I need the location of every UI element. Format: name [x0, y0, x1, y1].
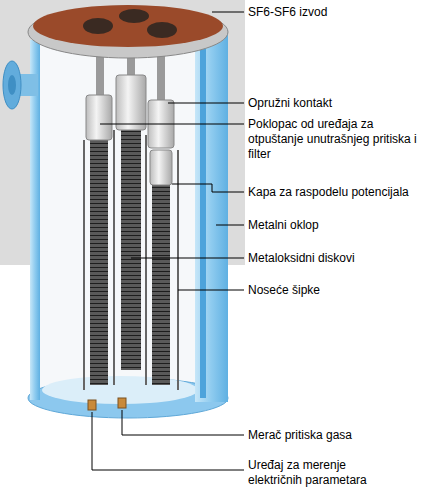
cap: [116, 75, 146, 130]
leader-line: [168, 103, 244, 104]
measuring-device: [88, 400, 96, 410]
part-label: Opružni kontakt: [248, 96, 428, 111]
leader-line: [178, 290, 244, 291]
leader-line: [100, 124, 244, 125]
interior: [38, 38, 198, 398]
right-wall-edge: [200, 36, 206, 398]
leader-line: [122, 410, 244, 435]
lid-top: [33, 5, 223, 47]
lid-rim: [28, 6, 228, 58]
potential-cap: [150, 150, 172, 185]
part-label: SF6-SF6 izvod: [248, 5, 428, 20]
terminal: [147, 22, 177, 38]
terminal: [83, 18, 113, 34]
leader-line: [212, 12, 244, 13]
leader-line: [216, 225, 244, 226]
support-rod: [113, 130, 115, 385]
terminal: [119, 9, 149, 23]
part-label: Metalni oklop: [248, 218, 428, 233]
metal-oxide-discs: [152, 185, 170, 385]
leader-line: [172, 184, 244, 192]
support-rod: [83, 140, 85, 390]
leader-line: [131, 258, 244, 259]
part-label: Merač pritiska gasa: [248, 428, 428, 443]
support-rod: [177, 150, 179, 390]
part-label: Poklopac od uređaja za otpuštanje unutra…: [248, 117, 432, 162]
leader-line: [92, 412, 244, 470]
metal-oxide-discs: [121, 130, 141, 370]
part-label: Noseće šipke: [248, 283, 428, 298]
side-flange: [3, 61, 21, 109]
metal-oxide-discs: [90, 140, 108, 385]
right-wall: [195, 30, 228, 402]
part-label: Uređaj za merenje električnih parametara: [248, 458, 398, 488]
part-label: Kapa za raspodelu potencijala: [248, 185, 428, 200]
pressure-gauge: [118, 398, 126, 408]
side-flange-hole: [8, 75, 16, 95]
cap: [86, 95, 112, 140]
support-rod: [145, 135, 147, 385]
part-label: Metaloksidni diskovi: [248, 251, 428, 266]
